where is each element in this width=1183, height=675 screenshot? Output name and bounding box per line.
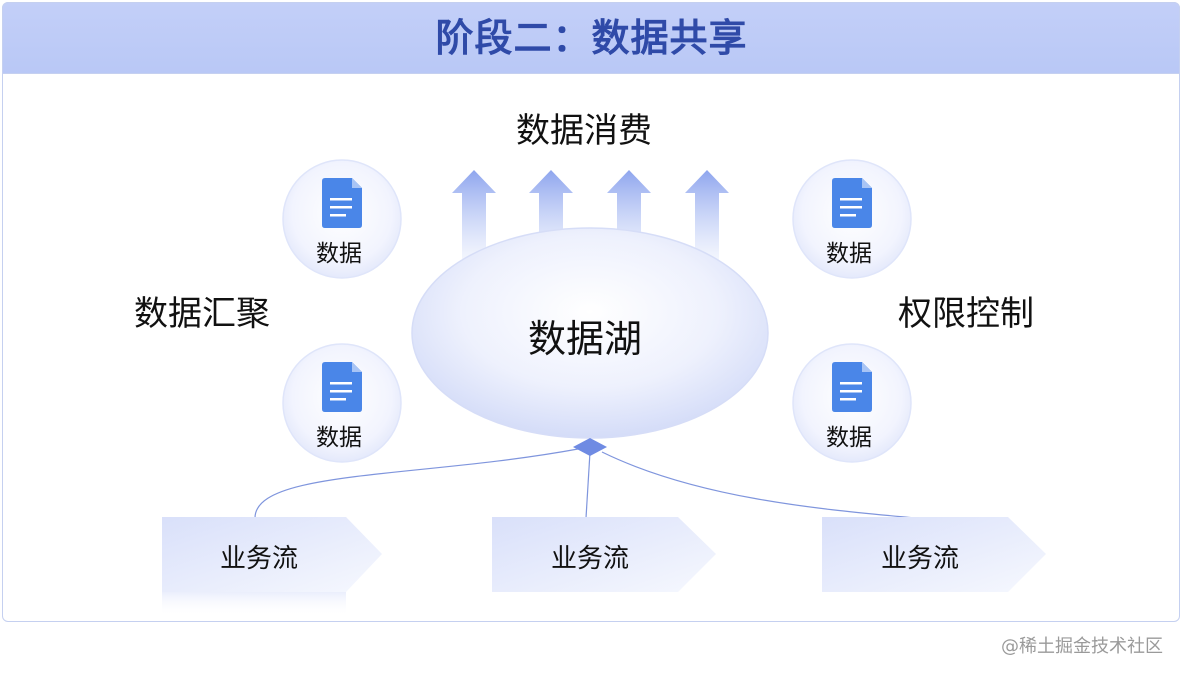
data-lake-label: 数据湖 [528, 317, 643, 361]
banner-title: 阶段二：数据共享 [435, 16, 748, 60]
data-bubble-label: 数据 [316, 425, 362, 451]
business-flow-shape [822, 517, 1046, 592]
document-icon [832, 362, 872, 412]
flow-connector [254, 448, 579, 519]
data-bubble-label: 数据 [826, 241, 872, 267]
data-consumption-label: 数据消费 [516, 111, 652, 151]
title-banner [2, 2, 1180, 74]
business-flow-label: 业务流 [551, 544, 630, 574]
business-flow-label: 业务流 [220, 544, 299, 574]
business-flow-shape [492, 517, 716, 592]
flow-connector [585, 451, 591, 519]
flow-connector [601, 451, 916, 519]
document-icon [322, 362, 362, 412]
data-bubble-label: 数据 [316, 241, 362, 267]
consumption-arrow [452, 170, 496, 262]
consumption-arrow [685, 170, 729, 262]
business-flow-shape [162, 517, 382, 616]
business-flow-label: 业务流 [881, 544, 960, 574]
document-icon [832, 178, 872, 228]
data-aggregation-label: 数据汇聚 [134, 294, 270, 334]
connector-diamond [573, 438, 607, 456]
permission-control-label: 权限控制 [898, 294, 1034, 334]
document-icon [322, 178, 362, 228]
data-bubble-label: 数据 [826, 425, 872, 451]
watermark: @稀土掘金技术社区 [1001, 636, 1163, 657]
